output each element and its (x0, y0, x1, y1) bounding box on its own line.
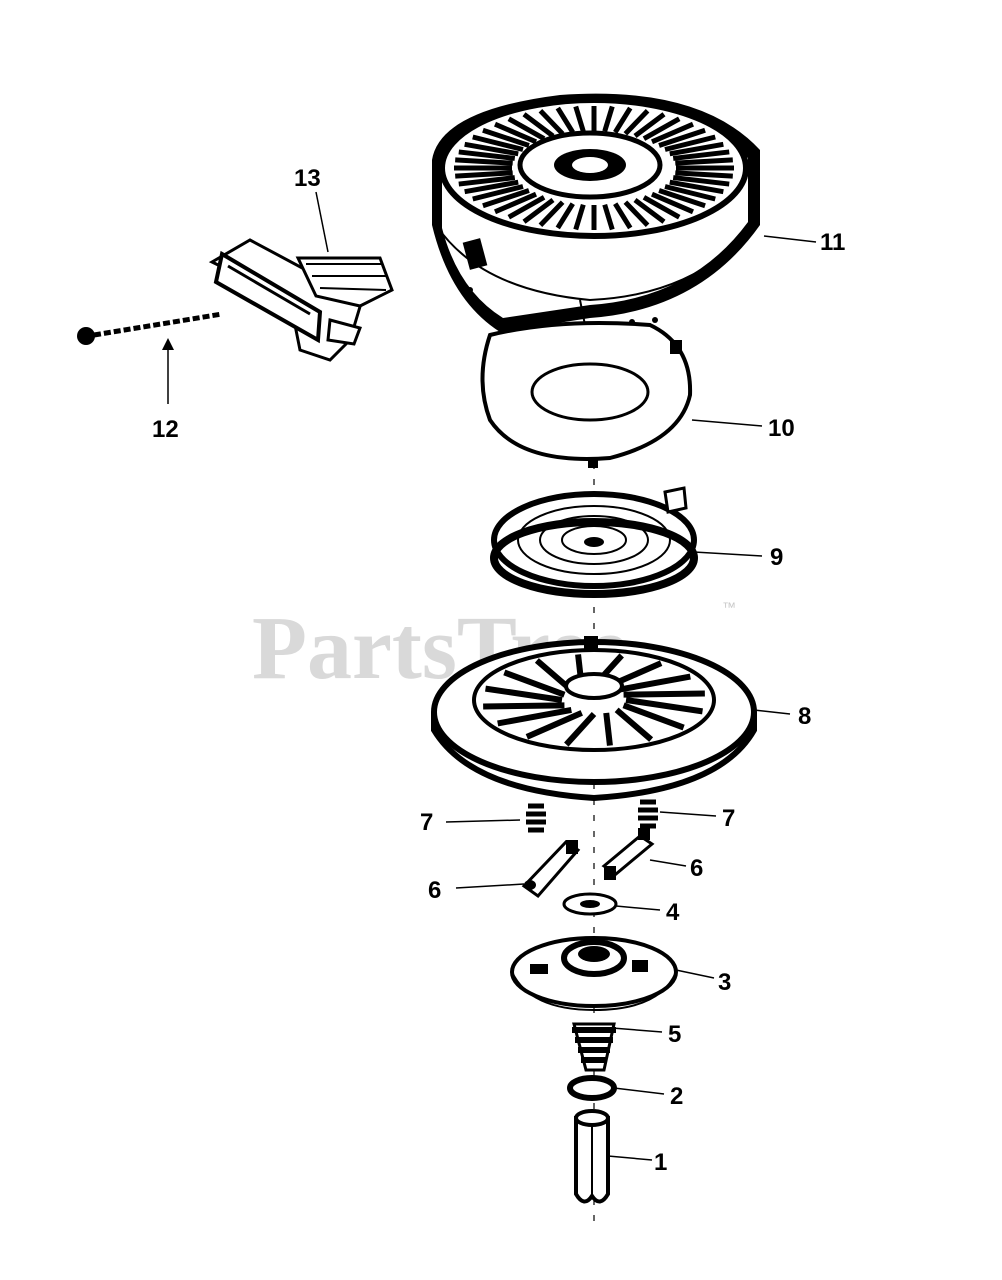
housing-vent (555, 202, 575, 230)
pulley-blade (622, 702, 685, 731)
part-7-spring-left[interactable] (526, 803, 546, 833)
housing-vent (633, 112, 666, 138)
callout-10: 10 (768, 415, 795, 442)
housing-vent (650, 191, 694, 215)
part-1-tube[interactable] (574, 1109, 610, 1204)
part-7-spring-right[interactable] (638, 799, 658, 829)
callout-11: 11 (820, 229, 845, 256)
housing-vent (472, 134, 524, 152)
housing-vent (664, 184, 716, 202)
callout-7-left: 7 (420, 809, 433, 836)
pulley-blade (603, 712, 613, 746)
callout-1: 1 (654, 1149, 667, 1176)
housing-vent (494, 121, 538, 145)
housing-vent (642, 195, 681, 220)
callout-7-right: 7 (722, 805, 735, 832)
housing-vent (672, 149, 730, 161)
housing-vent (538, 200, 565, 228)
housing-vent (522, 198, 555, 224)
part-13-handle[interactable] (208, 238, 394, 362)
housing-vent (464, 141, 519, 157)
housing-vent (602, 203, 615, 231)
housing-vent (658, 127, 706, 148)
callout-3: 3 (718, 969, 731, 996)
housing-vent (664, 134, 716, 152)
pulley-blade (483, 702, 565, 710)
callout-12: 12 (152, 416, 179, 443)
housing-vent (573, 105, 586, 133)
housing-vent (633, 198, 666, 224)
leader-lines (162, 191, 817, 1161)
housing-vent (623, 200, 650, 228)
callout-9: 9 (770, 544, 783, 571)
housing-vent (538, 108, 565, 136)
pulley-blade (614, 707, 654, 742)
housing-vent (623, 108, 650, 136)
housing-vent (464, 179, 519, 195)
housing-vent (472, 184, 524, 202)
housing-vent (658, 188, 706, 209)
housing-vent (650, 121, 694, 145)
part-10-plate[interactable] (480, 320, 693, 468)
part-4-washer[interactable] (562, 892, 618, 916)
part-11-starter-housing[interactable] (432, 93, 760, 333)
part-6-pawl-left[interactable] (521, 840, 581, 899)
callout-4: 4 (666, 899, 680, 926)
housing-vent (458, 149, 516, 161)
part-9-spring[interactable] (490, 486, 698, 598)
housing-vent (613, 106, 633, 134)
housing-vent (522, 112, 555, 138)
callout-2: 2 (670, 1083, 683, 1110)
housing-vent (507, 116, 546, 141)
housing-vent (675, 170, 733, 179)
pulley-blade (503, 669, 566, 698)
housing-vent (642, 116, 681, 141)
callout-labels: 13 11 10 12 9 8 7 7 6 6 4 3 5 2 1 (152, 165, 845, 1176)
callout-6-right: 6 (690, 855, 703, 882)
housing-vent (482, 127, 530, 148)
housing-vent (455, 170, 513, 179)
part-5-cone-spring[interactable] (572, 1022, 616, 1072)
housing-vent (675, 157, 733, 166)
part-3-retainer[interactable] (510, 936, 678, 1012)
pulley-blade (616, 673, 691, 694)
housing-vent (613, 202, 633, 230)
pulley-blade (625, 697, 703, 715)
housing-vent (482, 188, 530, 209)
callout-8: 8 (798, 703, 811, 730)
pulley-blade (485, 685, 563, 703)
pulley-blade (497, 706, 572, 727)
pulley-blade (623, 690, 705, 698)
housing-vent (573, 203, 586, 231)
housing-vent (669, 179, 724, 195)
housing-vent (555, 106, 575, 134)
housing-vent (602, 105, 615, 133)
trademark-symbol: ™ (722, 599, 736, 615)
pulley-blade (564, 711, 597, 747)
part-2-ring[interactable] (567, 1075, 617, 1101)
housing-vent (507, 195, 546, 220)
callout-6-left: 6 (428, 877, 441, 904)
housing-vent (455, 157, 513, 166)
pulley-blade (525, 710, 583, 740)
callout-13: 13 (294, 165, 321, 192)
housing-vent (494, 191, 538, 215)
callout-5: 5 (668, 1021, 681, 1048)
part-6-pawl-right[interactable] (601, 828, 655, 880)
housing-vent (669, 141, 724, 157)
housing-vent (672, 175, 730, 187)
part-12-rope[interactable] (77, 311, 223, 345)
housing-vent (458, 175, 516, 187)
part-8-pulley[interactable] (431, 636, 757, 802)
